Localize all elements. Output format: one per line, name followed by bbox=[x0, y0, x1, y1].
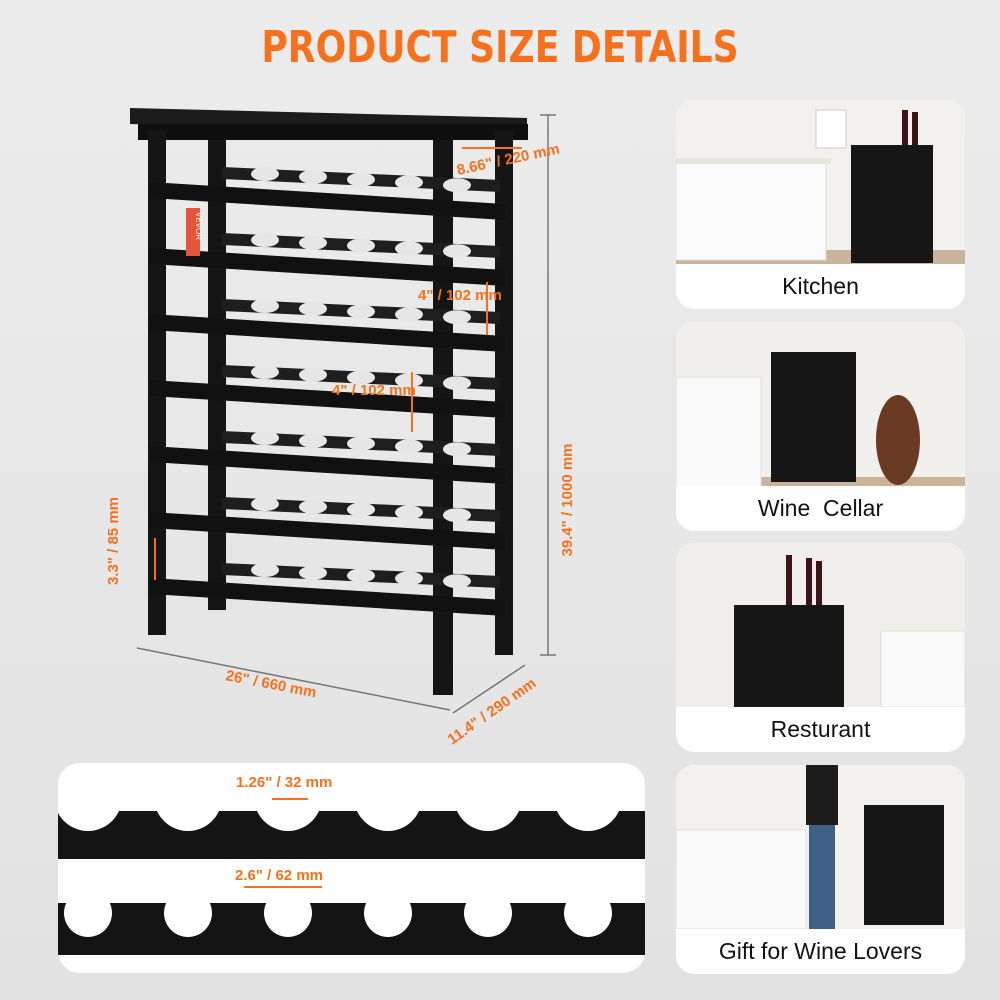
dim-width: 26" / 660 mm bbox=[224, 667, 318, 701]
slot-scallop bbox=[554, 763, 622, 831]
bottle-slot bbox=[395, 571, 423, 586]
dim-shelf-gap-1: 4" / 102 mm bbox=[418, 287, 502, 304]
bottle-slot bbox=[395, 439, 423, 454]
dim-slot-gap: 1.26" / 32 mm bbox=[236, 774, 332, 791]
slot-hole bbox=[264, 889, 312, 937]
restaurant-photo bbox=[676, 543, 965, 707]
bottle-slot bbox=[395, 175, 423, 190]
slot-hole bbox=[64, 889, 112, 937]
wine-cellar-photo bbox=[676, 322, 965, 486]
brand-tag-text: VEVOR bbox=[194, 212, 203, 240]
bottle-slot bbox=[251, 497, 279, 511]
slot-hole bbox=[564, 889, 612, 937]
bottle-slot bbox=[251, 167, 279, 181]
scene-label: Kitchen bbox=[782, 273, 859, 299]
brand-tag bbox=[186, 208, 200, 256]
bottle-slot bbox=[347, 238, 375, 253]
shelf-front-rail bbox=[150, 380, 505, 418]
slot-hole bbox=[464, 889, 512, 937]
bottle-slot bbox=[443, 376, 471, 391]
shelf-front-rail bbox=[150, 314, 505, 352]
scene-card-gift: Gift for Wine Lovers bbox=[676, 765, 965, 974]
slot-detail-diagram: 1.26" / 32 mm 2.6" / 62 mm bbox=[58, 763, 645, 955]
bottle-slot bbox=[251, 563, 279, 577]
bottle-slot bbox=[347, 502, 375, 517]
bottle-slot bbox=[251, 365, 279, 379]
bottle-slot bbox=[251, 431, 279, 445]
bottle-slot bbox=[395, 505, 423, 520]
bottle-slot bbox=[299, 367, 327, 382]
bottle-slot bbox=[347, 172, 375, 187]
slot-scallop bbox=[354, 763, 422, 831]
bottle-slot bbox=[299, 499, 327, 514]
bottle-slot bbox=[395, 307, 423, 322]
slot-scallop bbox=[454, 763, 522, 831]
bottle-slot bbox=[347, 370, 375, 385]
bottle-slot bbox=[251, 299, 279, 313]
scene-card-wine-cellar: Wine Cellar bbox=[676, 322, 965, 531]
bottle-slot bbox=[299, 235, 327, 250]
shelf-front-rail bbox=[150, 248, 505, 286]
slot-scallop bbox=[58, 763, 122, 831]
scene-label: Wine Cellar bbox=[757, 495, 884, 521]
shelf-front-rail bbox=[150, 446, 505, 484]
slot-scallop bbox=[154, 763, 222, 831]
bottle-slot bbox=[443, 574, 471, 589]
dim-depth: 11.4" / 290 mm bbox=[445, 675, 540, 748]
bottle-slot bbox=[299, 433, 327, 448]
bottle-slot bbox=[443, 244, 471, 259]
scene-label: Gift for Wine Lovers bbox=[718, 938, 923, 964]
bottle-slot bbox=[347, 304, 375, 319]
kitchen-photo bbox=[676, 100, 965, 264]
bottle-slot bbox=[299, 565, 327, 580]
bottle-slot bbox=[299, 169, 327, 184]
bottle-slot bbox=[395, 373, 423, 388]
bottle-slot bbox=[347, 568, 375, 583]
scene-label: Resturant bbox=[770, 716, 871, 742]
bottle-slot bbox=[443, 310, 471, 325]
shelf-front-rail bbox=[150, 182, 505, 220]
scene-card-restaurant: Resturant bbox=[676, 543, 965, 752]
bottle-slot bbox=[347, 436, 375, 451]
bottle-slot bbox=[443, 178, 471, 193]
bottle-slot bbox=[443, 442, 471, 457]
bottle-slot bbox=[299, 301, 327, 316]
shelf-front-rail bbox=[150, 578, 505, 616]
dim-shelf-gap-2: 4" / 102 mm bbox=[332, 382, 416, 399]
bottle-slot bbox=[443, 508, 471, 523]
scene-card-kitchen: Kitchen bbox=[676, 100, 965, 309]
dim-height: 39.4" / 1000 mm bbox=[559, 443, 576, 556]
shelf-front-rail bbox=[150, 512, 505, 550]
page-title: PRODUCT SIZE DETAILS bbox=[261, 22, 739, 73]
dim-bottom-gap: 3.3" / 85 mm bbox=[105, 497, 122, 585]
wine-rack-illustration bbox=[130, 108, 528, 695]
detail-panel: 1.26" / 32 mm 2.6" / 62 mm bbox=[58, 763, 645, 973]
slot-hole bbox=[364, 889, 412, 937]
gift-photo bbox=[676, 765, 965, 929]
slot-scallop bbox=[254, 763, 322, 831]
slot-hole bbox=[164, 889, 212, 937]
dim-slot-width: 2.6" / 62 mm bbox=[235, 867, 323, 884]
bottle-slot bbox=[395, 241, 423, 256]
bottle-slot bbox=[251, 233, 279, 247]
